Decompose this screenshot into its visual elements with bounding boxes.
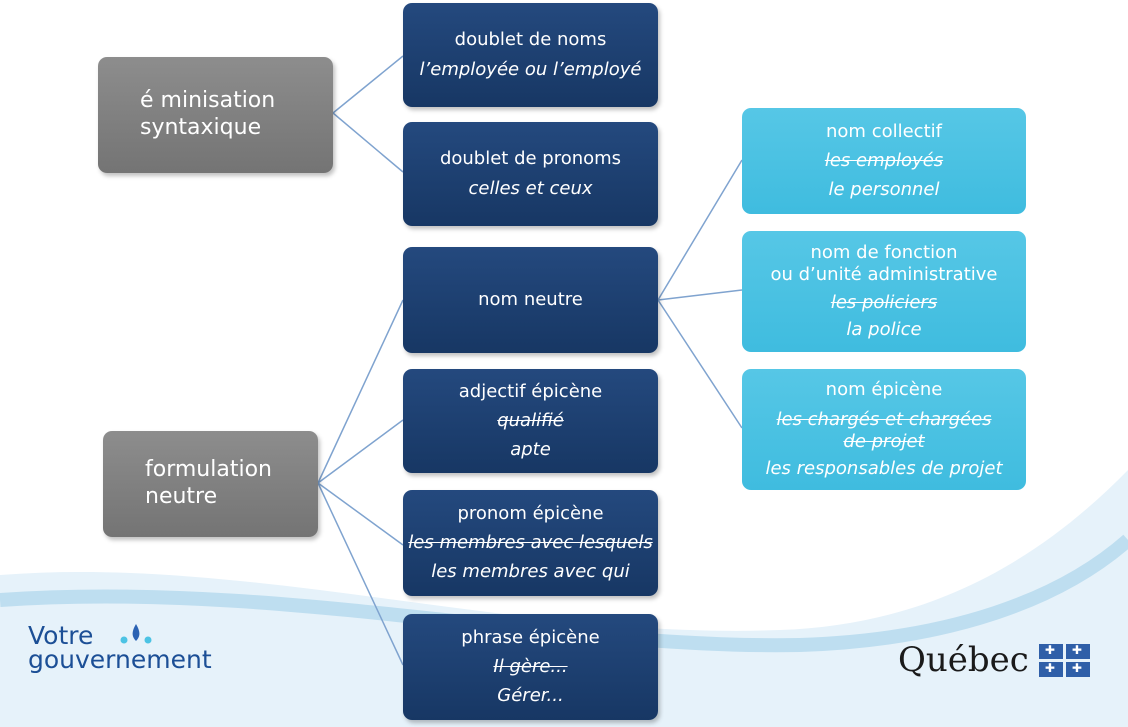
logo-word-votre: Votre [28,621,94,650]
quebec-logo: Québec [898,640,1090,680]
method-doublet-pronoms: doublet de pronoms celles et ceux [403,122,658,226]
method-title: pronom épicène [457,503,604,525]
subtype-struck-line-1: les chargés et chargées [776,408,992,430]
subtype-nom-fonction: nom de fonction ou d’unité administrativ… [742,231,1026,352]
category-line-2: syntaxique [140,115,262,140]
method-struck-example: Il gère... [493,656,568,678]
method-title: doublet de pronoms [439,148,622,170]
method-nom-neutre: nom neutre [403,247,658,353]
category-line-1: formulation [145,457,272,483]
subtype-example: le personnel [828,178,940,200]
fleur-icon [120,624,152,644]
method-title: nom neutre [478,289,583,311]
method-struck-example: les membres avec lesquels [408,532,653,554]
method-title: phrase épicène [461,627,600,649]
category-formulation-neutre: formulation neutre [103,431,318,537]
method-pronom-epicene: pronom épicène les membres avec lesquels… [403,490,658,596]
subtype-title-line-2: ou d’unité administrative [770,263,998,285]
logo-word-gouvernement: gouvernement [28,645,212,674]
method-title: doublet de noms [454,29,607,51]
method-example: Gérer... [497,684,564,706]
method-example: apte [510,438,551,460]
method-phrase-epicene: phrase épicène Il gère... Gérer... [403,614,658,720]
category-line-1: é minisation [140,88,276,114]
method-example: l’employée ou l’employé [419,59,642,80]
subtype-struck-line-2: de projet [843,430,925,452]
method-example: les membres avec qui [431,560,630,582]
category-feminisation-syntaxique: é minisation syntaxique [98,57,333,173]
method-struck-example: qualifié [497,410,564,432]
subtype-struck-example: les policiers [830,291,938,313]
method-example: celles et ceux [468,178,593,199]
category-line-2: neutre [145,484,218,509]
subtype-nom-collectif: nom collectif les employés le personnel [742,108,1026,214]
subtype-title-line-1: nom de fonction [810,241,958,263]
subtype-nom-epicene: nom épicène les chargés et chargées de p… [742,369,1026,490]
quebec-wordmark: Québec [898,640,1029,680]
subtype-title: nom épicène [825,378,943,400]
method-doublet-noms: doublet de noms l’employée ou l’employé [403,3,658,107]
subtype-struck-example: les employés [824,150,944,172]
subtype-example: les responsables de projet [765,458,1003,480]
subtype-example: la police [846,319,922,341]
fleurdelise-flag-icon [1038,643,1090,677]
method-adjectif-epicene: adjectif épicène qualifié apte [403,369,658,473]
subtype-title: nom collectif [826,121,942,143]
method-title: adjectif épicène [458,381,603,403]
votre-gouvernement-logo: Votre gouvernement [28,621,212,674]
